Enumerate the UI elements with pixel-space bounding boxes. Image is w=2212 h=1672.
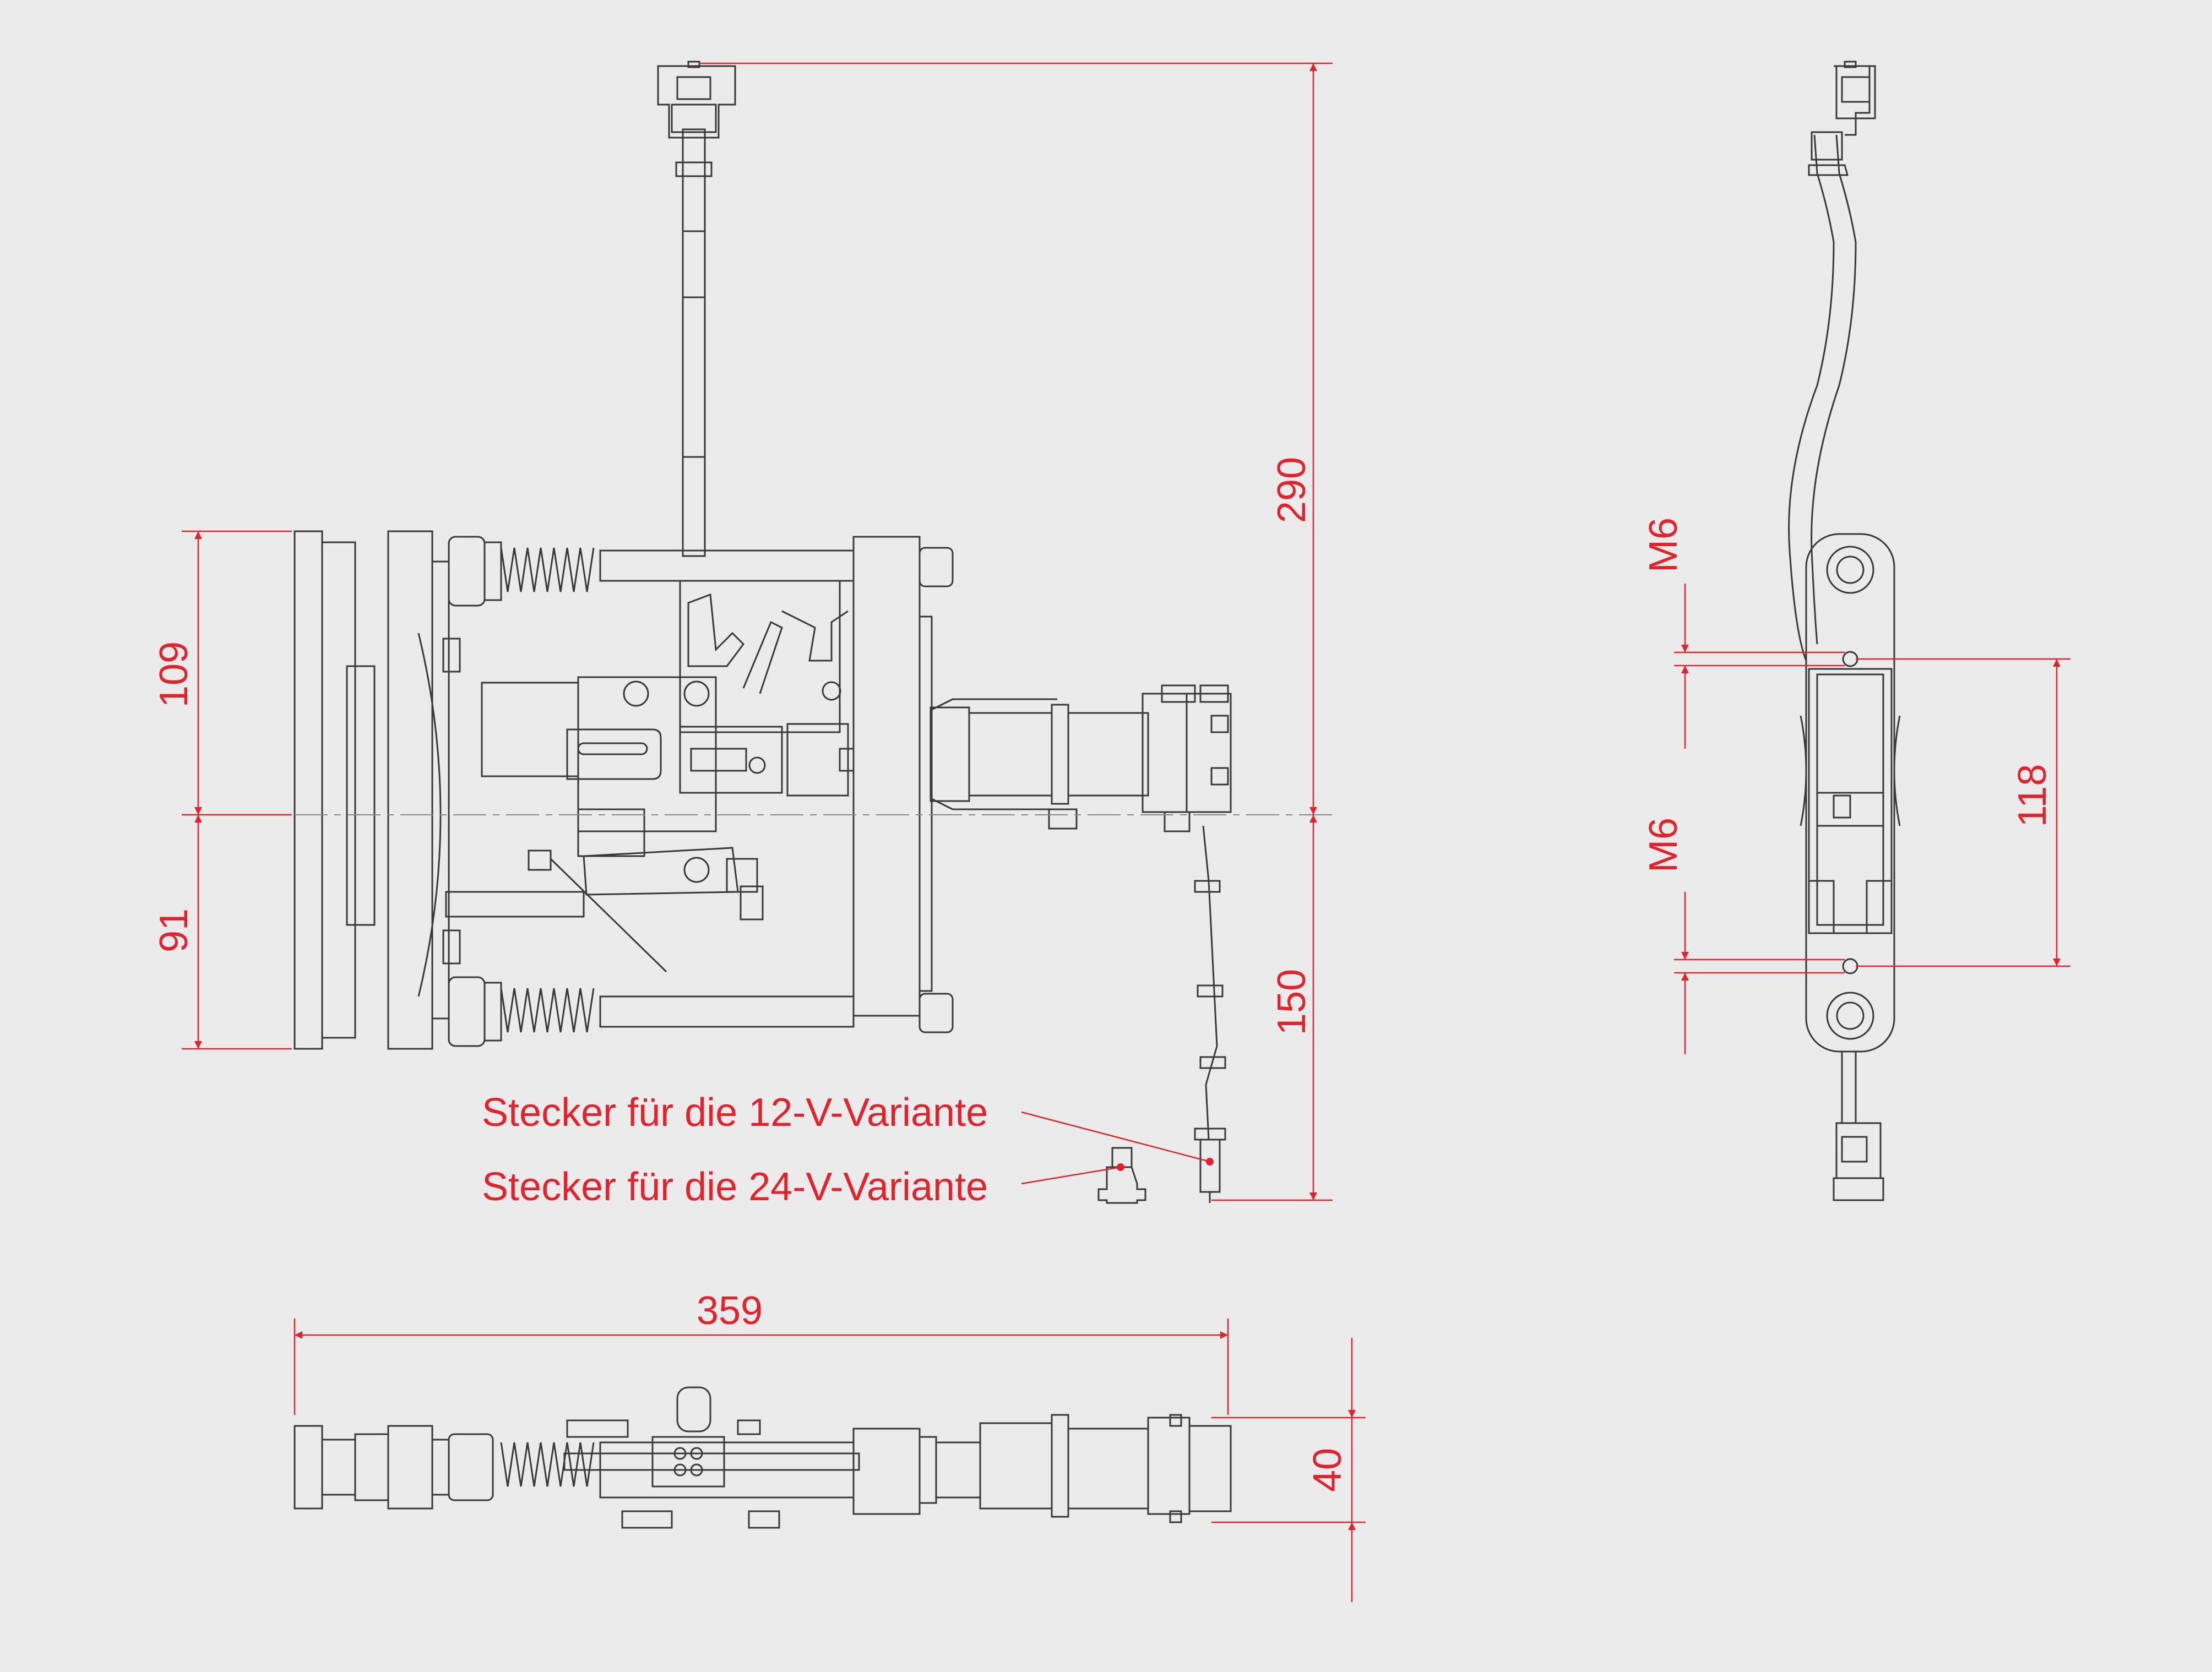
- dim-359: 359: [697, 1289, 763, 1333]
- front-view: [294, 61, 1232, 1204]
- dim-290: 290: [1270, 457, 1314, 523]
- dim-150: 150: [1270, 969, 1314, 1035]
- side-view: [1788, 61, 1901, 1201]
- dimension-lines: [182, 62, 2070, 1602]
- dim-m6-upper: M6: [1642, 518, 1686, 573]
- dim-m6-lower: M6: [1642, 818, 1686, 873]
- dim-91: 91: [152, 908, 196, 952]
- dim-118: 118: [2010, 764, 2055, 827]
- dim-40: 40: [1306, 1448, 1350, 1492]
- leader-dot-24v: [1117, 1163, 1124, 1171]
- leader-dot-12v: [1206, 1158, 1214, 1166]
- label-plug-24v: Stecker für die 24-V-Variante: [482, 1165, 988, 1209]
- bottom-view: [294, 1386, 1232, 1529]
- label-plug-12v: Stecker für die 12-V-Variante: [482, 1091, 988, 1135]
- dim-109: 109: [152, 641, 196, 707]
